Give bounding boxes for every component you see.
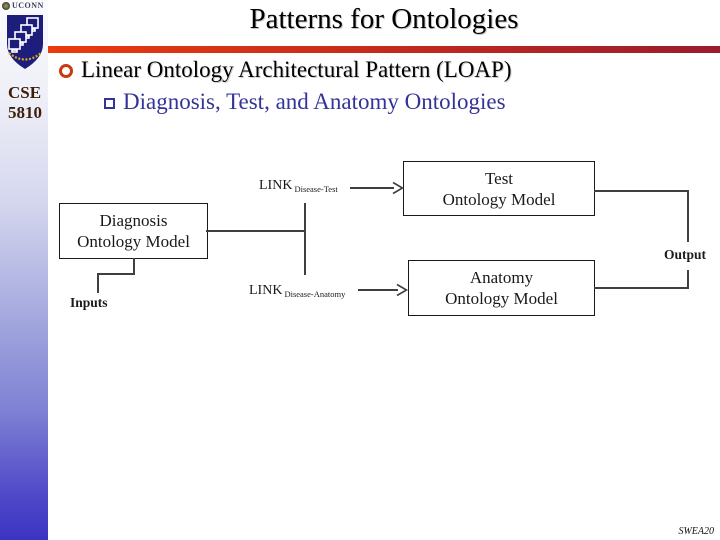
anatomy-box-line1: Anatomy bbox=[469, 268, 534, 287]
inputs-label: Inputs bbox=[70, 295, 108, 310]
anatomy-output-line bbox=[594, 287, 688, 289]
diagnosis-box-line1: Diagnosis bbox=[99, 211, 168, 230]
test-box-line1: Test bbox=[484, 168, 514, 188]
diagnosis-ontology-box: Diagnosis Ontology Model bbox=[59, 203, 208, 259]
test-ontology-box: Test Ontology Model bbox=[403, 161, 595, 216]
bullet-level1-text: Linear Ontology Architectural Pattern (L… bbox=[81, 57, 512, 82]
inputs-step-line-v1 bbox=[133, 258, 135, 275]
bullet-level2: Diagnosis, Test, and Anatomy Ontologies bbox=[104, 89, 506, 115]
square-bullet-icon bbox=[104, 98, 115, 109]
link-disease-anatomy-sub: Disease-Anatomy bbox=[284, 289, 346, 299]
diagnosis-box-line2: Ontology Model bbox=[77, 232, 190, 251]
anatomy-box-line2: Ontology Model bbox=[445, 289, 558, 308]
link-disease-anatomy-main: LINK bbox=[249, 283, 283, 298]
diagnosis-output-line bbox=[206, 230, 305, 232]
footer-slide-id: SWEA20 bbox=[678, 526, 714, 537]
arrowhead-into-anatomy-icon bbox=[396, 283, 409, 297]
inputs-step-line-h bbox=[97, 273, 135, 275]
bullet-level2-text: Diagnosis, Test, and Anatomy Ontologies bbox=[123, 89, 506, 114]
uconn-label: UCONN bbox=[12, 1, 44, 10]
uconn-wordmark: UCONN bbox=[2, 1, 44, 10]
uconn-shield-logo-icon bbox=[4, 13, 46, 76]
inputs-step-line-v2 bbox=[97, 273, 99, 293]
output-vertical-top-line bbox=[687, 190, 689, 242]
bullet-level1: Linear Ontology Architectural Pattern (L… bbox=[59, 57, 512, 83]
test-box-line2: Ontology Model bbox=[442, 189, 556, 209]
course-dept: CSE bbox=[8, 83, 42, 102]
link-disease-test-main: LINK bbox=[259, 178, 293, 193]
test-output-line bbox=[594, 190, 688, 192]
page-title: Patterns for Ontologies bbox=[249, 3, 519, 35]
anatomy-ontology-box: Anatomy Ontology Model bbox=[408, 260, 595, 316]
link-bus-line bbox=[304, 203, 306, 275]
accent-rule bbox=[48, 46, 720, 53]
course-number: 5810 bbox=[8, 103, 42, 122]
output-vertical-bottom-line bbox=[687, 270, 689, 289]
ring-bullet-icon bbox=[59, 64, 73, 78]
arrowhead-into-test-icon bbox=[392, 181, 405, 195]
uconn-seal-icon bbox=[2, 1, 10, 10]
link-anatomy-arrow-line bbox=[358, 289, 398, 291]
output-label: Output bbox=[664, 247, 707, 262]
link-disease-test-sub: Disease-Test bbox=[294, 184, 338, 194]
sidebar: UCONN CSE 5810 bbox=[0, 0, 48, 540]
course-code: CSE 5810 bbox=[8, 83, 42, 123]
link-test-arrow-line bbox=[350, 187, 394, 189]
